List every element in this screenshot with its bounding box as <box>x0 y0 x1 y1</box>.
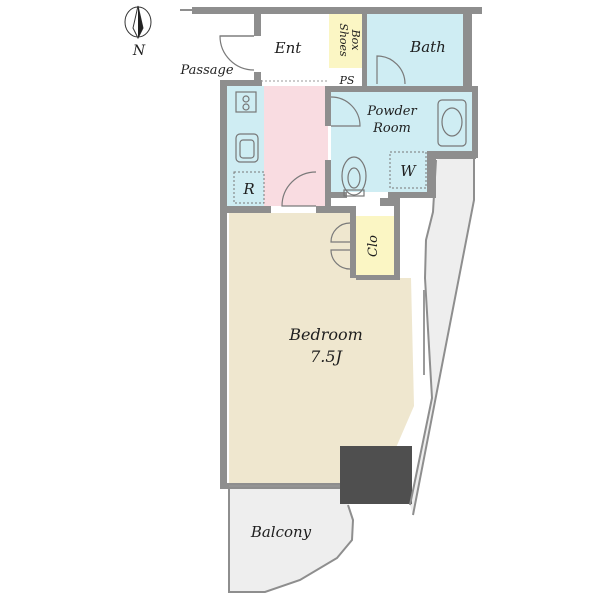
shoes-box-area <box>329 14 365 68</box>
entrance-label: Ent <box>274 39 303 57</box>
bath-area <box>367 14 463 88</box>
walls <box>192 7 482 489</box>
shoes-box-label-line2: Box <box>349 29 362 52</box>
structural-pillar <box>340 446 412 504</box>
kitchen-floor <box>264 86 328 206</box>
washer-label: W <box>400 162 417 180</box>
stove-icon <box>235 91 257 113</box>
toilet-icon <box>341 156 367 196</box>
kitchen-door-swing <box>281 171 317 207</box>
washing-machine-icon <box>389 151 427 189</box>
bedroom-size-label: 7.5J <box>310 347 343 366</box>
doors <box>219 35 406 270</box>
toilet-tank-icon <box>343 189 365 197</box>
powder-door-swing <box>330 96 361 127</box>
refrigerator-icon <box>233 171 265 204</box>
bedroom-name-label: Bedroom <box>288 325 363 344</box>
thin-walls <box>180 9 475 593</box>
fixtures <box>233 91 467 204</box>
powder-room-label-line2: Room <box>372 121 411 136</box>
sink-icon <box>235 133 259 163</box>
north-label: N <box>132 43 146 59</box>
passage-label: Passage <box>179 63 233 78</box>
refrigerator-label: R <box>242 180 254 198</box>
balcony-label: Balcony <box>250 523 312 541</box>
north-arrow-icon <box>124 5 152 40</box>
shoes-box-label-line1: Shoes <box>337 23 350 57</box>
powder-room-area <box>331 92 472 192</box>
entrance-door-swing <box>219 35 255 71</box>
entrance-floor <box>261 15 327 81</box>
closet-door-swing-bottom <box>330 249 351 270</box>
powder-room-label-line1: Powder <box>366 104 417 119</box>
bath-door-swing <box>376 55 406 85</box>
washbasin-icon <box>437 99 467 147</box>
bath-label: Bath <box>409 38 446 56</box>
balcony-area <box>229 484 353 592</box>
closet-label: Clo <box>366 235 381 257</box>
bedroom-area <box>229 213 414 483</box>
closet-door-swing-top <box>330 222 351 243</box>
ps-label: PS <box>339 74 355 87</box>
closet-area <box>355 216 394 275</box>
